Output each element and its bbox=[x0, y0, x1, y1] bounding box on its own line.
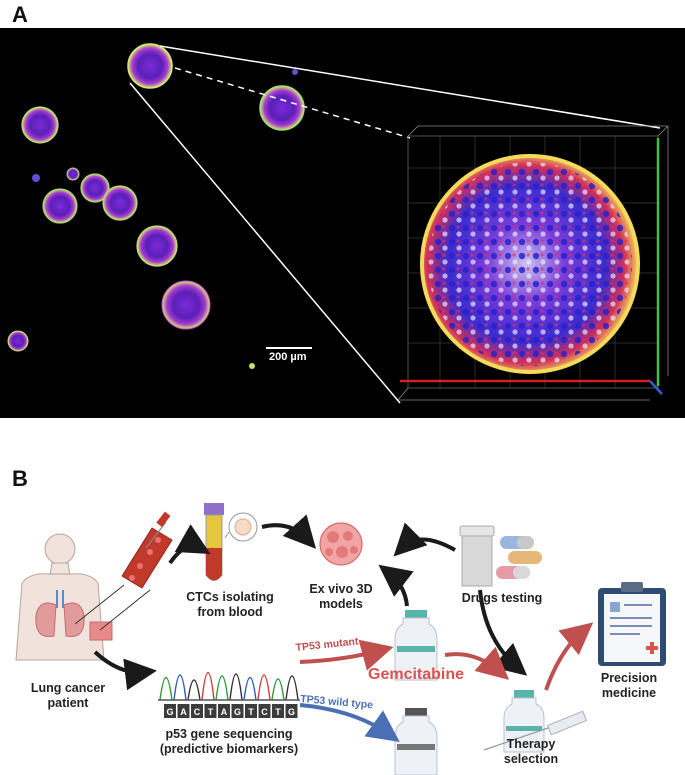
precision-label: Precision medicine bbox=[600, 671, 658, 700]
sequence-letter: A bbox=[221, 707, 228, 717]
spheroid bbox=[161, 280, 211, 330]
models-label: Ex vivo 3D models bbox=[309, 582, 373, 611]
arrow-to-models bbox=[261, 514, 317, 549]
workflow-arrows bbox=[93, 514, 594, 742]
sequence-letter-box bbox=[177, 704, 190, 718]
sequence-letter-box bbox=[272, 704, 284, 718]
sequence-letter: T bbox=[275, 707, 281, 717]
sequencing-label: p53 gene sequencing (predictive biomarke… bbox=[159, 727, 299, 756]
sequence-letter: T bbox=[208, 707, 214, 717]
blood-tube-icon bbox=[204, 503, 224, 581]
tp53-mutant-label: TP53 mutant bbox=[295, 635, 359, 654]
spheroid-group bbox=[7, 43, 305, 369]
spheroid bbox=[80, 173, 110, 203]
syringe-icon bbox=[145, 511, 171, 549]
arrow-patient-to-sequencing bbox=[93, 650, 157, 691]
spheroid bbox=[42, 188, 78, 224]
gemcitabine-label: Gemcitabine bbox=[368, 666, 464, 683]
arrow-to-tube bbox=[168, 524, 211, 565]
organoid-icon bbox=[319, 522, 363, 566]
blood-vessel-icon bbox=[121, 527, 173, 589]
arrow-drugs-to-models bbox=[393, 522, 456, 557]
sequence-letter: T bbox=[248, 707, 254, 717]
arrow-mutant bbox=[299, 639, 394, 671]
spheroid bbox=[21, 106, 59, 144]
sequencing-chromatogram bbox=[158, 672, 300, 701]
sequence-letter-box bbox=[231, 704, 244, 718]
zoom-line bbox=[159, 45, 661, 129]
microscopy-image bbox=[7, 43, 669, 404]
patient-label: Lung cancer patient bbox=[30, 681, 106, 710]
zoom-line bbox=[129, 82, 401, 404]
sequence-letter: C bbox=[194, 707, 201, 717]
tp53-wildtype-label: TP53 wild type bbox=[300, 693, 374, 711]
sequence-letter-box bbox=[191, 704, 203, 718]
microscopy-panel: 200 µm bbox=[0, 28, 685, 418]
spheroid bbox=[136, 225, 178, 267]
ctc-label: CTCs isolating from blood bbox=[186, 590, 274, 619]
large-spheroid-3d bbox=[420, 154, 640, 374]
drugs-label: Drugs testing bbox=[461, 591, 543, 605]
sequence-letter: G bbox=[234, 707, 241, 717]
zoom-line-dashed bbox=[174, 67, 411, 139]
spheroid bbox=[7, 330, 29, 352]
arrow-wildtype bbox=[299, 703, 400, 742]
ctc-cell-icon bbox=[224, 512, 258, 542]
z-axis-blue bbox=[649, 380, 663, 395]
arrow-vial-to-therapy bbox=[444, 646, 510, 680]
spheroid-highlighted bbox=[127, 43, 173, 89]
pills-icon bbox=[496, 536, 542, 579]
sequence-letter: G bbox=[288, 707, 295, 717]
sequence-letter-box bbox=[164, 704, 176, 718]
gemcitabine-vial-wildtype bbox=[394, 708, 438, 775]
sequence-letter-box bbox=[285, 704, 298, 718]
clipboard-icon bbox=[598, 582, 666, 666]
sequence-letter-box bbox=[218, 704, 230, 718]
sequence-letter: G bbox=[166, 707, 173, 717]
sequence-letter-box bbox=[204, 704, 217, 718]
sequence-letter-box bbox=[245, 704, 257, 718]
arrow-to-precision bbox=[544, 622, 594, 691]
arrow-vial-to-models bbox=[378, 564, 414, 607]
sequence-letter: A bbox=[180, 707, 187, 717]
spheroid bbox=[102, 185, 138, 221]
spheroid-zoom-target bbox=[259, 85, 305, 131]
gemcitabine-vial-mutant bbox=[394, 610, 438, 681]
therapy-label: Therapy selection bbox=[503, 737, 559, 766]
patient-figure bbox=[15, 533, 113, 661]
drug-bottle-icon bbox=[459, 525, 495, 587]
panel-b-letter: B bbox=[12, 466, 28, 491]
lungs-icon bbox=[35, 590, 85, 638]
scale-bar-label: 200 µm bbox=[269, 351, 307, 363]
panel-a-letter: A bbox=[12, 2, 28, 27]
sequence-letter-box bbox=[258, 704, 271, 718]
sequence-letter: C bbox=[261, 707, 268, 717]
